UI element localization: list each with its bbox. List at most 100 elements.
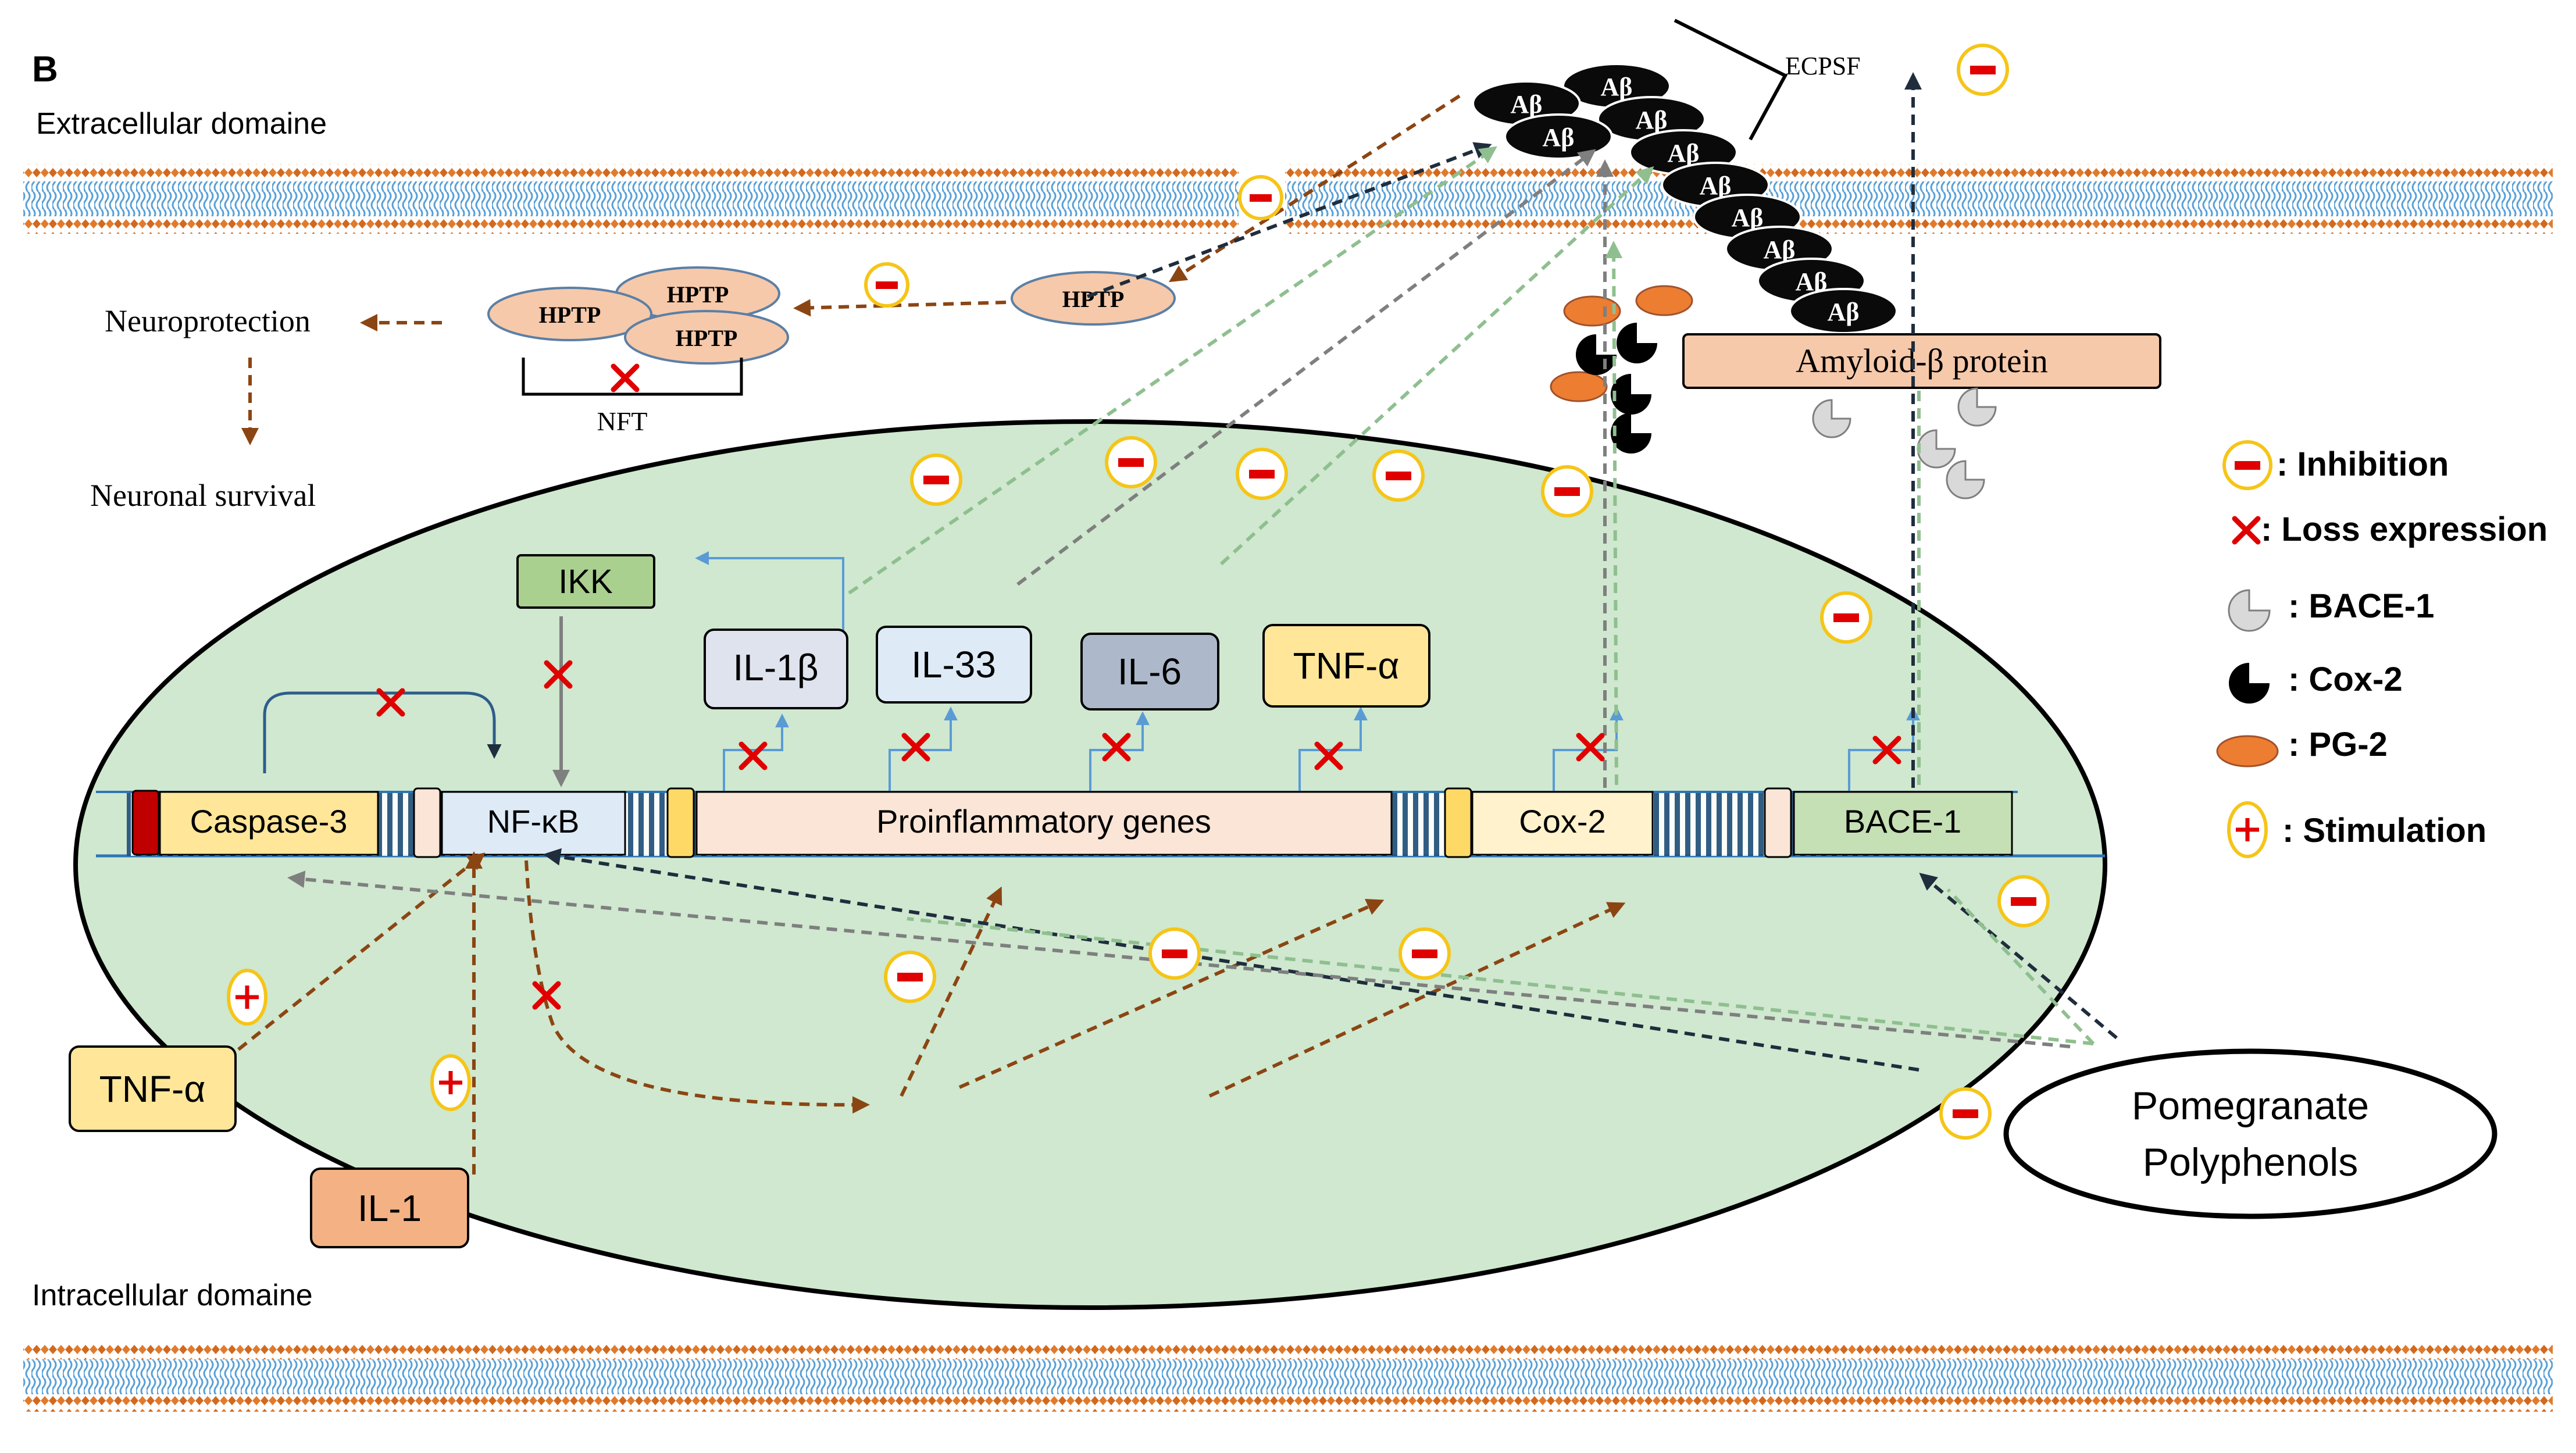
cross-icon — [1576, 733, 1605, 762]
extracellular-label: Extracellular domaine — [36, 107, 327, 141]
hptp: HPTP — [624, 310, 789, 365]
outer-membrane — [23, 164, 2553, 234]
svg-text:: Loss expression: : Loss expression — [2261, 510, 2548, 548]
tnfa-outside-box — [69, 1045, 237, 1132]
cox2-pacman — [1617, 323, 1657, 363]
inhibition-icon — [1148, 927, 1201, 980]
stimulation-icon — [430, 1054, 471, 1111]
abeta-cluster: Aβ Aβ Aβ Aβ Aβ Aβ Aβ Aβ Aβ Aβ — [1472, 63, 1898, 334]
legend-cox2: : Cox-2 — [2229, 661, 2403, 704]
svg-text:Aβ: Aβ — [1828, 298, 1860, 326]
ikk-box — [516, 554, 655, 609]
cross-icon — [376, 688, 405, 717]
inhibition-icon — [1236, 448, 1288, 500]
inhibition-symbols — [864, 44, 2050, 1140]
inhibition-icon — [1105, 436, 1157, 488]
svg-text:HPTP: HPTP — [667, 281, 729, 308]
amyloid-protein-box — [1682, 333, 2161, 389]
loss-crosses — [376, 363, 1901, 1010]
green-arrows — [848, 146, 2095, 1045]
proinflammatory-box — [695, 791, 1393, 856]
inhibition-icon — [1398, 927, 1451, 980]
il1b-label: IL-1β — [733, 647, 818, 688]
bace1-box — [1793, 791, 2013, 856]
hptp: HPTP — [487, 287, 652, 341]
legend-stimulation: : Stimulation — [2227, 801, 2486, 858]
pomegranate-ellipse — [2003, 1048, 2497, 1219]
ecpsf-label: ECPSF — [1785, 52, 1861, 80]
inner-membrane — [23, 1342, 2553, 1412]
abeta: Aβ — [1504, 113, 1613, 160]
stimulation-icon — [2227, 801, 2268, 858]
legend: : Inhibition : Loss expression : BACE-1 … — [2216, 440, 2548, 858]
proinflammatory-label: Proinflammatory genes — [876, 803, 1211, 840]
cox2-label: Cox-2 — [1519, 803, 1605, 840]
intracellular-label: Intracellular domaine — [32, 1279, 313, 1312]
cox2-pacman — [1576, 334, 1617, 375]
inhibition-icon — [1372, 449, 1425, 502]
il1-box — [310, 1168, 469, 1248]
nfkb-label: NF-κB — [487, 803, 580, 840]
svg-text:Aβ: Aβ — [1511, 90, 1543, 119]
pg2-group — [1550, 285, 1693, 402]
pg2-ellipse — [1563, 295, 1621, 327]
tnfa-outside-label: TNF-α — [99, 1068, 206, 1110]
abeta: Aβ — [1789, 288, 1898, 334]
cross-icon — [1102, 733, 1131, 762]
caspase3-label: Caspase-3 — [190, 803, 348, 840]
nft-bracket — [522, 358, 743, 396]
stimulation-icon — [227, 969, 267, 1026]
svg-text:HPTP: HPTP — [676, 325, 738, 351]
caspase3-box — [159, 791, 379, 856]
pg2-ellipse — [1550, 371, 1608, 402]
pg2-icon — [2216, 735, 2279, 767]
cross-icon — [901, 733, 930, 762]
tnfa-nucleus-label: TNF-α — [1293, 645, 1400, 687]
svg-text:HPTP: HPTP — [539, 302, 601, 328]
bace1-icon — [2228, 589, 2271, 632]
bace1-label: BACE-1 — [1844, 803, 1961, 840]
nucleus — [73, 419, 2107, 1310]
cox2-box — [1471, 791, 1654, 856]
dark-arrows — [543, 72, 2118, 1072]
ikk-label: IKK — [558, 563, 613, 601]
legend-pg2: : PG-2 — [2216, 726, 2388, 767]
pomegranate-line1: Pomegranate — [2132, 1084, 2369, 1128]
pg2-ellipse — [1635, 285, 1693, 316]
svg-text:Aβ: Aβ — [1543, 123, 1575, 152]
il1b-box — [704, 629, 848, 709]
il33-label: IL-33 — [911, 644, 996, 686]
nfkb-box — [441, 791, 626, 856]
bace1-pacman — [1812, 399, 1851, 438]
svg-text:Aβ: Aβ — [1700, 172, 1732, 200]
legend-bace1: : BACE-1 — [2228, 587, 2434, 632]
legend-inhibition: : Inhibition — [2222, 440, 2449, 490]
svg-text:Aβ: Aβ — [1764, 235, 1796, 264]
caspase-nfkb-arc — [263, 691, 502, 773]
promoter-pink — [413, 787, 441, 858]
bace1-pacman — [1957, 387, 1997, 427]
svg-text:: Stimulation: : Stimulation — [2282, 812, 2486, 849]
svg-text:Aβ: Aβ — [1601, 73, 1633, 101]
promoter-red — [131, 790, 160, 856]
legend-loss-expression: : Loss expression — [2232, 510, 2548, 548]
svg-text:: BACE-1: : BACE-1 — [2288, 587, 2434, 625]
svg-text:: PG-2: : PG-2 — [2288, 726, 2388, 763]
cross-icon — [532, 981, 561, 1010]
promoter-yellow — [666, 787, 695, 858]
neuronal-survival-label: Neuronal survival — [90, 478, 316, 513]
cox2-pacman — [1611, 413, 1651, 454]
cross-icon — [738, 741, 768, 770]
nft-label: NFT — [597, 406, 648, 436]
svg-text:: Cox-2: : Cox-2 — [2288, 661, 2403, 698]
bace1-pacman — [1946, 460, 1985, 499]
inhibition-icon — [1238, 175, 1283, 220]
inhibition-icon — [1957, 44, 2009, 96]
il6-box — [1080, 633, 1219, 711]
hptp-single: HPTP — [1011, 271, 1176, 326]
cross-icon — [2232, 516, 2261, 545]
cox2-icon — [2229, 663, 2270, 704]
inhibition-icon — [1939, 1087, 1992, 1140]
inhibition-icon — [2222, 440, 2272, 490]
